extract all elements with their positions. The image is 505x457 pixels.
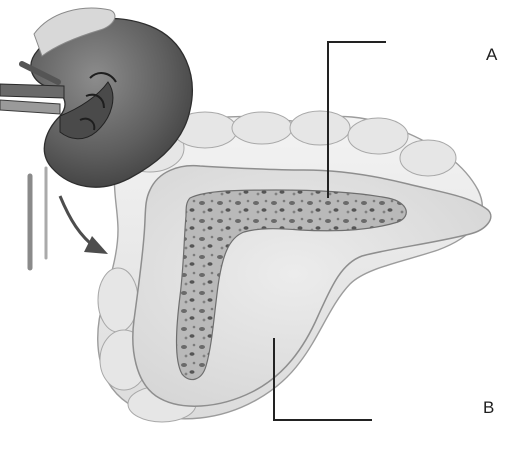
label-b: B xyxy=(483,398,494,418)
label-a: A xyxy=(486,45,497,65)
magnify-arrow xyxy=(60,196,108,254)
